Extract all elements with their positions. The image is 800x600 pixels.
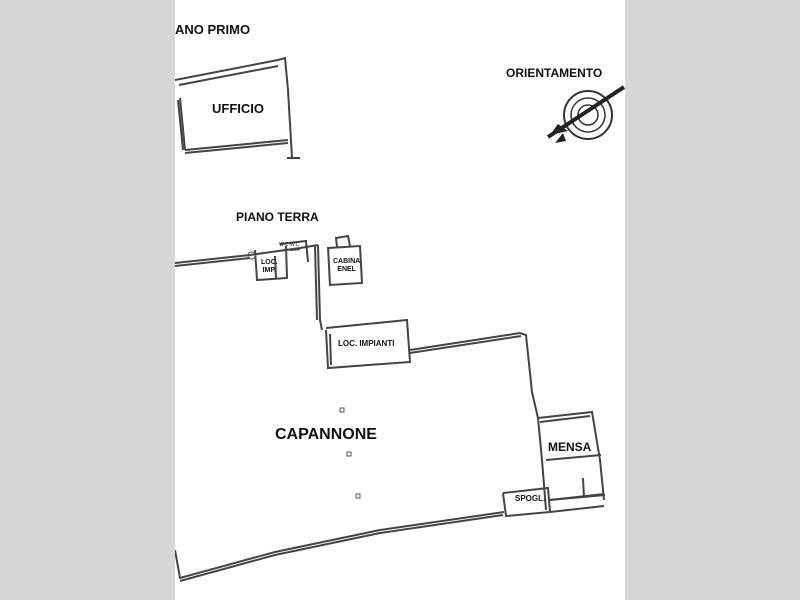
spogl-label: SPOGL. <box>515 494 546 503</box>
loc-imp-room <box>254 245 289 282</box>
capannone-walls <box>175 331 547 582</box>
floor-plan-sheet: ANO PRIMO ORIENTAMENTO UFFICIO PIANO TER… <box>175 0 625 600</box>
loc-impianti-room <box>325 318 412 370</box>
cabina-enel-room <box>327 234 364 287</box>
wc-label: W.C W.C <box>279 242 300 248</box>
orientamento-label: ORIENTAMENTO <box>506 66 603 80</box>
piano-primo-heading: ANO PRIMO <box>175 22 251 37</box>
piano-terra-north-walls <box>175 244 323 331</box>
capannone-label: CAPANNONE <box>275 426 377 443</box>
wc-room <box>279 239 309 263</box>
mensa-label: MENSA <box>548 440 592 454</box>
loc-imp-label: LOC. IMP. <box>261 259 278 275</box>
ufficio-label: UFFICIO <box>212 101 264 116</box>
floor-plan-drawing <box>175 56 625 582</box>
ufficio-walls <box>175 56 300 159</box>
loc-impianti-label: LOC. IMPIANTI <box>338 339 395 348</box>
cabina-enel-label: CABINA ENEL <box>333 258 361 274</box>
spogl-room <box>502 486 605 518</box>
pillar-markers <box>247 251 361 499</box>
compass-rose-icon <box>546 85 625 143</box>
mensa-room <box>537 410 606 501</box>
piano-terra-heading: PIANO TERRA <box>236 210 319 224</box>
